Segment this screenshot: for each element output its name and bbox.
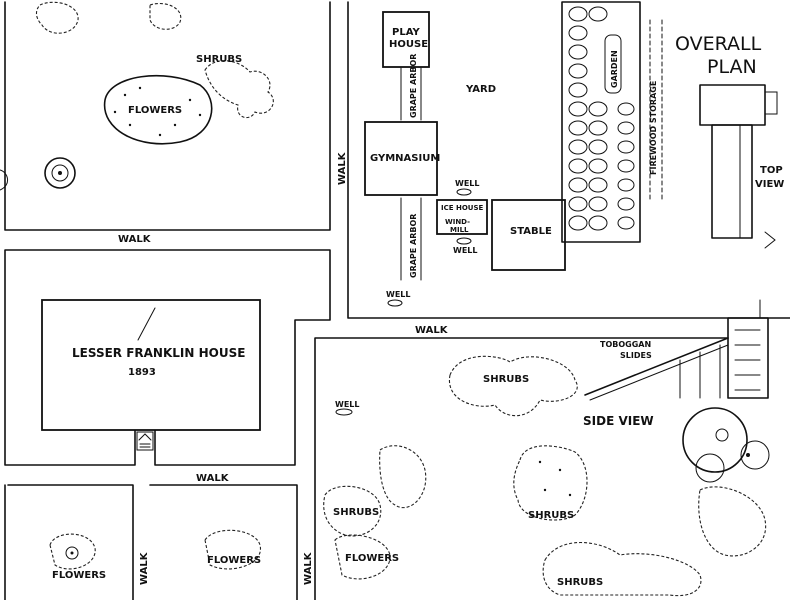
gymnasium-label: GYMNASIUM (370, 153, 440, 164)
grape-arbor-label-upper: GRAPE ARBOR (409, 54, 418, 118)
well-label-middle: WELL (453, 246, 477, 255)
shrubs-flowers-lower-left: SHRUBS FLOWERS (323, 445, 427, 580)
garden-plot (617, 159, 635, 173)
play-house-label-2: HOUSE (389, 39, 428, 50)
flowers-label-lower-left: FLOWERS (345, 553, 399, 564)
walk-label-horizontal-2: WALK (415, 325, 449, 336)
toboggan-top-view-drawing (699, 84, 778, 249)
top-view-label-2: VIEW (755, 179, 784, 190)
garden-plot (617, 178, 635, 192)
garden-plot (617, 102, 635, 116)
garden-plot (588, 120, 608, 136)
walk-label-vertical-2: WALK (139, 551, 150, 585)
windmill-label-1: WIND- (445, 218, 470, 226)
main-house-name: LESSER FRANKLIN HOUSE (72, 346, 245, 360)
garden-plot (588, 177, 608, 193)
flower-bed-bottom-left: FLOWERS (49, 533, 106, 581)
well-middle: WELL (453, 237, 477, 255)
shrubs-top-left: SHRUBS (35, 1, 274, 119)
grape-arbor-lower: GRAPE ARBOR (400, 197, 422, 281)
garden-plot (568, 101, 588, 117)
shrubs-label-lower-middle: SHRUBS (528, 510, 574, 521)
shrubs-center: SHRUBS (449, 355, 578, 417)
stable: STABLE (491, 199, 566, 271)
main-house-year: 1893 (128, 367, 156, 378)
top-view-label-1: TOP (760, 165, 783, 176)
block-outlines (4, 1, 790, 600)
ice-house: ICE HOUSE WIND- MILL (436, 199, 488, 235)
walk-label-vertical-1: WALK (337, 151, 348, 185)
garden-plot (568, 6, 588, 22)
garden-plot (568, 63, 588, 79)
trees-right (682, 407, 770, 483)
garden-plot (568, 158, 588, 174)
play-house: PLAY HOUSE (382, 11, 430, 68)
ice-house-label: ICE HOUSE (441, 204, 483, 212)
well-upper: WELL (455, 179, 479, 196)
garden-plot (617, 216, 635, 230)
walk-label-vertical-3: WALK (303, 551, 314, 585)
garden-plot (617, 197, 635, 211)
flowers-label-top-left: FLOWERS (128, 105, 182, 116)
shrubs-label-bottom: SHRUBS (557, 577, 603, 588)
flowers-label-bottom-middle: FLOWERS (207, 555, 261, 566)
yard-label: YARD (465, 84, 496, 95)
tree-top-left (44, 157, 76, 189)
side-view-label: SIDE VIEW (583, 414, 654, 428)
well-bottom: WELL (335, 400, 359, 416)
garden-plot (568, 196, 588, 212)
shrubs-label-lower-left: SHRUBS (333, 507, 379, 518)
grape-arbor-label-lower: GRAPE ARBOR (409, 214, 418, 278)
title-line-2: PLAN (707, 56, 757, 78)
flower-bed-bottom-middle: FLOWERS (204, 529, 261, 570)
firewood-storage: FIREWOOD STORAGE (649, 19, 663, 201)
toboggan-label-1: TOBOGGAN (600, 340, 651, 349)
garden-plot (617, 140, 635, 154)
garden-plot (588, 6, 608, 22)
garden-plot (588, 158, 608, 174)
lesser-franklin-house: LESSER FRANKLIN HOUSE 1893 (41, 299, 261, 431)
toboggan-label-2: SLIDES (620, 351, 652, 360)
well-lower: WELL (386, 290, 410, 307)
garden-plot (588, 196, 608, 212)
gymnasium: GYMNASIUM (364, 121, 440, 196)
entry-steps-icon (136, 431, 154, 451)
garden-plot (568, 139, 588, 155)
garden-plot (568, 25, 588, 41)
well-label-bottom: WELL (335, 400, 359, 409)
firewood-storage-label: FIREWOOD STORAGE (649, 81, 658, 175)
grape-arbor-upper: GRAPE ARBOR (400, 54, 422, 121)
garden-plot (568, 120, 588, 136)
shrubs-lower-middle: SHRUBS (513, 445, 588, 521)
garden-label: GARDEN (610, 50, 619, 88)
garden-plot (568, 82, 588, 98)
well-label-upper: WELL (455, 179, 479, 188)
garden-plot (588, 139, 608, 155)
title-line-1: OVERALL (675, 33, 762, 55)
shrubs-bottom: SHRUBS (542, 486, 767, 597)
garden-row-group (568, 6, 635, 231)
shrubs-label-top-left: SHRUBS (196, 54, 242, 65)
shrubs-label-center: SHRUBS (483, 374, 529, 385)
garden-plot (617, 121, 635, 135)
windmill-label-2: MILL (450, 226, 469, 234)
tree-edge-left (0, 169, 8, 191)
garden-plot (568, 44, 588, 60)
walk-label-horizontal-1: WALK (118, 234, 152, 245)
garden-plots: GARDEN (561, 1, 641, 243)
garden-plot (588, 215, 608, 231)
garden-plot (568, 177, 588, 193)
toboggan-side-view-drawing (584, 299, 769, 401)
play-house-label-1: PLAY (392, 27, 420, 38)
well-label-lower: WELL (386, 290, 410, 299)
flower-bed-top-left: FLOWERS (103, 74, 213, 145)
stable-label: STABLE (510, 226, 552, 237)
garden-plot (588, 101, 608, 117)
garden-plot (568, 215, 588, 231)
flowers-label-bottom-left: FLOWERS (52, 570, 106, 581)
walk-label-horizontal-3: WALK (196, 473, 230, 484)
